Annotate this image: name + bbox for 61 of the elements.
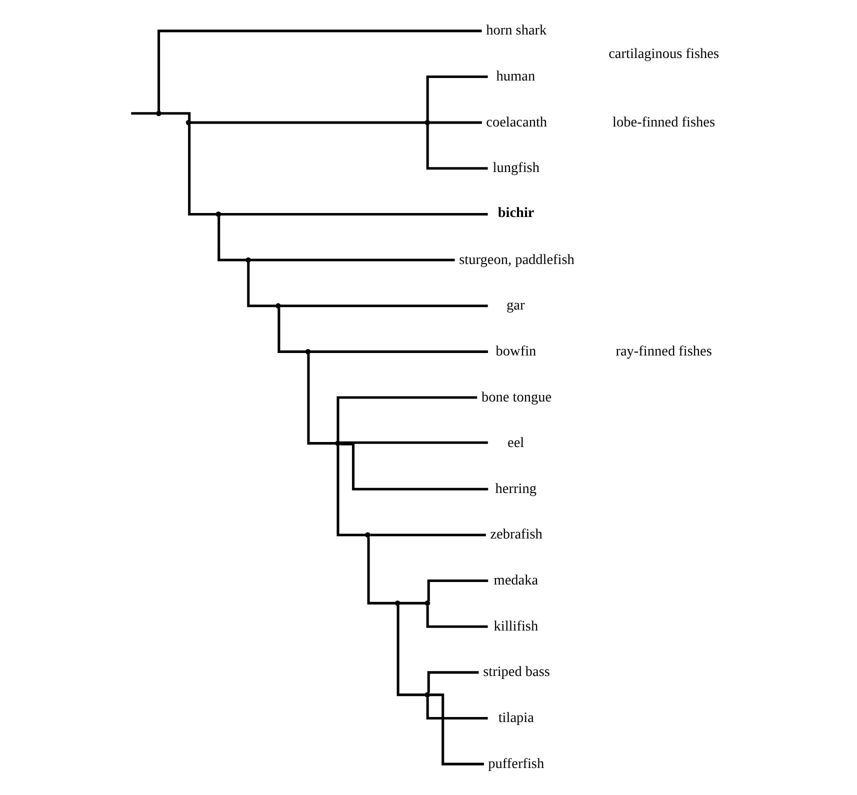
label: cartilaginous fishes [608,46,720,62]
label: lobe-finned fishes [612,114,716,130]
node-text: pufferfish [488,756,544,772]
node-text: horn shark [486,22,547,39]
connector [427,580,488,602]
connector [430,121,482,124]
node-text: bone tongue [482,389,552,406]
node-point [424,600,430,606]
connector [336,446,366,536]
node-text: striped bass [483,664,550,680]
connector [426,606,488,628]
node-point [424,120,430,126]
node-text: sturgeon, paddlefish [459,252,574,268]
node-text: bowfin [496,343,536,360]
node-text: medaka [494,572,538,589]
connector [430,694,484,766]
label: ray-finned fishes [616,343,712,360]
node-point [156,110,162,116]
node-text: tilapia [498,710,534,726]
node-point [335,440,341,446]
connector [247,262,276,308]
connector [310,350,488,353]
connector [220,212,488,216]
connector [131,112,156,115]
node-point [394,600,400,606]
connector [280,304,488,308]
connector [426,124,488,170]
node-text: killifish [494,618,538,634]
connector [340,442,488,490]
node-text: zebrafish [490,526,542,543]
connector [396,605,426,696]
node-text: gar [506,298,525,314]
node-text: herring [495,480,536,497]
connector [400,602,426,604]
node-point [275,303,281,309]
connector [340,441,488,444]
connector [367,537,396,604]
connector [336,396,478,442]
node-point [216,212,222,217]
connector [426,75,488,120]
node-point [305,348,311,354]
node-text: bichir [498,204,534,221]
connector [161,112,191,120]
connector [278,308,306,353]
node-text: eel [508,435,524,452]
node-point [246,257,251,263]
connector [307,354,336,445]
node-text: coelacanth [486,114,548,130]
connector [250,258,455,262]
connector [218,216,246,262]
node-point [186,120,192,126]
connector [427,671,479,693]
connector [188,124,216,216]
node-text: human [496,68,536,85]
node-text: lungfish [492,160,540,176]
node-point [424,692,430,698]
node-point [365,532,370,538]
connector [370,534,486,536]
connector [426,697,488,720]
connector [190,121,426,124]
connector [158,30,482,112]
